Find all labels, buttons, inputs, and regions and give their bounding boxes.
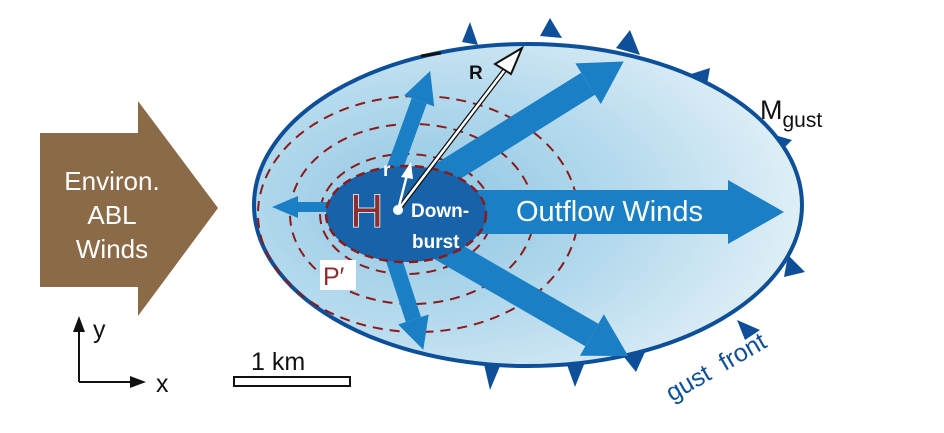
cold-front-triangle-icon bbox=[784, 255, 805, 277]
momentum-gust-subscript: gust bbox=[783, 109, 823, 132]
pressure-label-box bbox=[320, 260, 356, 290]
outflow-winds-label: Outflow Winds bbox=[516, 196, 703, 228]
cold-front-triangle-icon bbox=[540, 18, 562, 38]
downburst-label-line2: burst bbox=[412, 232, 460, 253]
outflow-arrow-east bbox=[470, 180, 784, 244]
scale-bar-label: 1 km bbox=[251, 348, 305, 376]
environ-label-line1: Environ. bbox=[64, 166, 159, 196]
cold-front-triangle-icon bbox=[737, 320, 760, 340]
small-radius-arrow bbox=[396, 162, 413, 211]
radius-label: R bbox=[469, 63, 483, 84]
cold-front-triangle-icon bbox=[484, 364, 500, 390]
environ-wind-arrow bbox=[40, 101, 218, 316]
block-arrow-right-icon bbox=[40, 101, 218, 316]
cold-front-triangle-icon bbox=[462, 22, 478, 45]
small-radius-label: r bbox=[383, 160, 391, 181]
radius-arrow bbox=[396, 45, 525, 212]
scale-bar bbox=[233, 376, 351, 387]
coordinate-axes bbox=[73, 316, 146, 388]
high-pressure-label: H bbox=[350, 185, 383, 237]
momentum-gust-label: Mgust bbox=[760, 95, 822, 132]
outflow-arrow-west bbox=[272, 196, 342, 218]
downburst-label-line1: Down- bbox=[411, 201, 469, 222]
outflow-arrow-northeast bbox=[403, 61, 624, 207]
pressure-perturbation-label: P′ bbox=[323, 263, 345, 291]
radius-tick bbox=[420, 51, 442, 58]
cold-front-triangle-icon bbox=[616, 30, 640, 55]
x-axis-label: x bbox=[156, 370, 169, 398]
cold-front-triangle-icon bbox=[566, 362, 585, 387]
downburst-center-dot bbox=[393, 205, 403, 215]
y-axis-label: y bbox=[93, 316, 106, 344]
downburst-core bbox=[324, 164, 488, 264]
environ-label-line2: ABL bbox=[87, 200, 136, 230]
momentum-gust-base: M bbox=[760, 95, 783, 125]
environ-label-line3: Winds bbox=[76, 234, 148, 264]
